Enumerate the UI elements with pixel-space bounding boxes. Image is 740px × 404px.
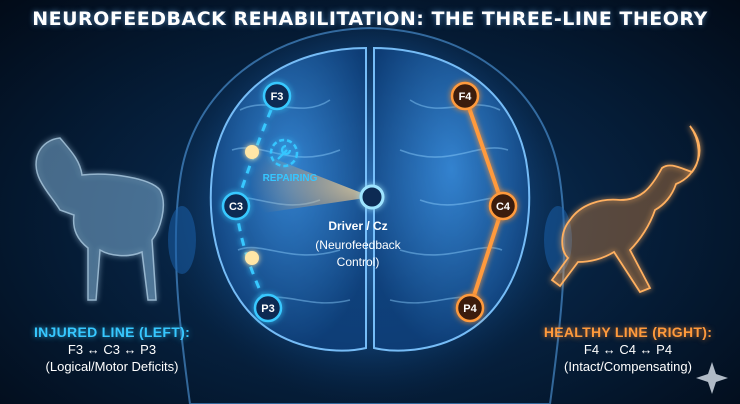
sparkle-icon xyxy=(696,362,728,394)
node-p4-label: P4 xyxy=(463,303,477,315)
repairing-label: REPAIRING xyxy=(263,173,318,184)
healthy-line-note: (Intact/Compensating) xyxy=(564,359,692,374)
node-c3-label: C3 xyxy=(229,201,243,213)
driver-title: Driver / Cz xyxy=(328,219,387,233)
injured-line-caption: INJURED LINE (LEFT): F3 ↔ C3 ↔ P3 (Logic… xyxy=(12,324,212,374)
node-p3: P3 xyxy=(253,293,283,323)
spark-upper xyxy=(245,145,259,159)
node-c3: C3 xyxy=(221,191,251,221)
injured-line-heading: INJURED LINE (LEFT): xyxy=(33,324,191,340)
page-title: NEUROFEEDBACK REHABILITATION: THE THREE-… xyxy=(32,8,708,30)
injured-line-path: F3 ↔ C3 ↔ P3 xyxy=(67,342,157,357)
left-horse-icon xyxy=(35,137,164,301)
injured-line-connector xyxy=(234,95,279,309)
driver-subtitle-line2: Control) xyxy=(337,255,380,269)
node-p4: P4 xyxy=(455,293,485,323)
injured-line-note: (Logical/Motor Deficits) xyxy=(45,359,179,374)
healthy-line-heading: HEALTHY LINE (RIGHT): xyxy=(543,324,713,340)
driver-subtitle-line1: (Neurofeedback xyxy=(315,238,401,252)
healthy-line-path: F4 ↔ C4 ↔ P4 xyxy=(583,342,673,357)
node-f3-label: F3 xyxy=(271,91,284,103)
driver-node xyxy=(359,184,385,210)
spark-lower xyxy=(245,251,259,265)
right-horse-icon xyxy=(550,125,701,294)
wrench-gauge-icon xyxy=(269,138,299,168)
node-p3-label: P3 xyxy=(261,303,274,315)
node-f4-label: F4 xyxy=(459,91,473,103)
repair-beam xyxy=(245,145,372,265)
healthy-line-caption: HEALTHY LINE (RIGHT): F4 ↔ C4 ↔ P4 (Inta… xyxy=(528,324,728,374)
node-f4: F4 xyxy=(450,81,480,111)
node-c4: C4 xyxy=(488,191,518,221)
node-f3: F3 xyxy=(262,81,292,111)
node-c4-label: C4 xyxy=(496,201,511,213)
